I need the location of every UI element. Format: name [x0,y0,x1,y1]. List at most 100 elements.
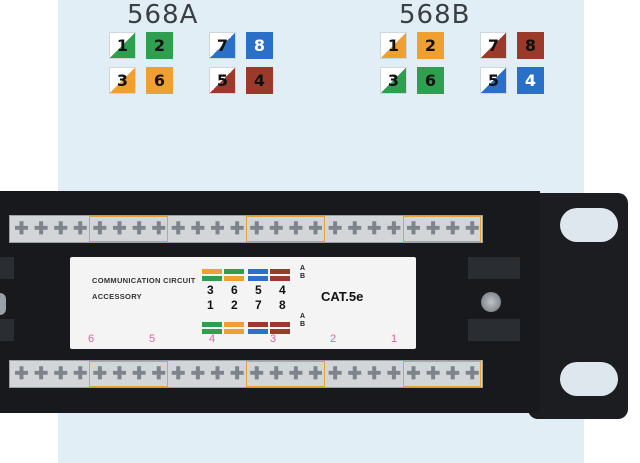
rj45-port-icon[interactable]: ✚ [308,364,323,383]
label-line-2: ACCESSORY [92,292,142,301]
wire-color-b-pin-3: 3 [380,67,407,94]
wire-green-bottom-b [202,329,222,334]
wire-color-a-pin-6: 6 [146,67,173,94]
rj45-port-icon[interactable]: ✚ [249,364,264,383]
rj45-port-icon[interactable]: ✚ [288,364,304,383]
pin-number: 7 [487,36,500,55]
screw-icon [481,292,501,312]
port-group-highlight [89,216,168,242]
rj45-port-icon[interactable]: ✚ [386,364,402,383]
pin-bottom-3: 7 [255,298,262,312]
rj45-port-icon[interactable]: ✚ [249,219,264,238]
wire-brown-bottom-2 [270,322,290,327]
rj45-port-icon[interactable]: ✚ [229,219,245,238]
rj45-port-icon[interactable]: ✚ [171,364,186,383]
rj45-port-icon[interactable]: ✚ [190,219,206,238]
pin-number: 2 [153,36,166,55]
rj45-port-icon[interactable]: ✚ [445,364,460,383]
title-568a: 568A [127,0,199,30]
rj45-port-icon[interactable]: ✚ [14,364,29,383]
rj45-port-icon[interactable]: ✚ [347,364,362,383]
wire-color-a-pin-3: 3 [109,67,136,94]
wire-color-a-pin-7: 7 [209,32,236,59]
rj45-port-icon[interactable]: ✚ [210,364,225,383]
rj45-port-icon[interactable]: ✚ [131,219,147,238]
wire-color-b-pin-5: 5 [480,67,507,94]
rj45-port-icon[interactable]: ✚ [33,364,49,383]
rj45-port-icon[interactable]: ✚ [73,364,88,383]
rj45-port-icon[interactable]: ✚ [406,364,421,383]
pin-number: 7 [216,36,229,55]
left-screw [0,293,6,315]
wire-color-b-pin-1: 1 [380,32,407,59]
pin-number: 6 [153,71,166,90]
pin-number: 8 [253,36,266,55]
rj45-port-icon[interactable]: ✚ [33,219,49,238]
rj45-port-icon[interactable]: ✚ [288,219,304,238]
rj45-port-icon[interactable]: ✚ [229,364,245,383]
rj45-port-icon[interactable]: ✚ [425,364,441,383]
rj45-port-icon[interactable]: ✚ [327,364,343,383]
wire-green-top [224,269,244,274]
rj45-port-icon[interactable]: ✚ [190,364,206,383]
rj45-port-icon[interactable]: ✚ [406,219,421,238]
rj45-port-icon[interactable]: ✚ [151,219,166,238]
rj45-port-icon[interactable]: ✚ [112,364,127,383]
pin-number: 1 [116,36,129,55]
rj45-port-icon[interactable]: ✚ [269,364,284,383]
wire-orange-bottom-b [224,329,244,334]
pin-top-1: 3 [207,283,214,297]
rj45-port-icon[interactable]: ✚ [53,364,68,383]
rj45-port-icon[interactable]: ✚ [269,219,284,238]
cable-clip-left-top [0,257,14,279]
wire-green-bottom [202,322,222,327]
pin-number: 3 [387,71,400,90]
wire-orange-top [202,269,222,274]
wire-color-a-pin-5: 5 [209,67,236,94]
wiring-diagram [202,269,290,334]
rj45-port-icon[interactable]: ✚ [367,364,382,383]
pin-number: 6 [424,71,437,90]
rj45-port-icon[interactable]: ✚ [92,364,108,383]
cable-clip-bottom [468,319,520,341]
pin-top-4: 4 [279,283,286,297]
port-strip-top: ✚✚✚✚✚✚✚✚✚✚✚✚✚✚✚✚✚✚✚✚✚✚✚✚ [9,215,483,243]
rj45-port-icon[interactable]: ✚ [347,219,362,238]
pin-number: 5 [216,71,229,90]
rj45-port-icon[interactable]: ✚ [131,364,147,383]
wire-blue-top [248,269,268,274]
rj45-port-icon[interactable]: ✚ [73,219,88,238]
wire-brown-top-b [270,276,290,281]
rj45-port-icon[interactable]: ✚ [210,219,225,238]
rj45-port-icon[interactable]: ✚ [151,364,166,383]
rj45-port-icon[interactable]: ✚ [14,219,29,238]
port-number-3: 3 [270,333,277,345]
wire-color-a-pin-2: 2 [146,32,173,59]
rj45-port-icon[interactable]: ✚ [112,219,127,238]
wire-orange-bottom [224,322,244,327]
port-number-1: 1 [391,333,398,345]
rj45-port-icon[interactable]: ✚ [53,219,68,238]
port-number-4: 4 [209,333,216,345]
rj45-port-icon[interactable]: ✚ [308,219,323,238]
wire-brown-top [270,269,290,274]
port-group-highlight [246,361,325,387]
rj45-port-icon[interactable]: ✚ [445,219,460,238]
rj45-port-icon[interactable]: ✚ [465,364,480,383]
cable-clip-top [468,257,520,279]
rj45-port-icon[interactable]: ✚ [367,219,382,238]
rj45-port-icon[interactable]: ✚ [171,219,186,238]
rj45-port-icon[interactable]: ✚ [92,219,108,238]
rj45-port-icon[interactable]: ✚ [465,219,480,238]
pin-number: 4 [253,71,266,90]
rj45-port-icon[interactable]: ✚ [425,219,441,238]
wire-blue-bottom-b [248,329,268,334]
wire-color-b-pin-4: 4 [517,67,544,94]
pin-number: 8 [524,36,537,55]
mark-b-bottom: B [300,321,306,328]
wire-brown-bottom [248,322,268,327]
rj45-port-icon[interactable]: ✚ [386,219,402,238]
label-plate: COMMUNICATION CIRCUIT ACCESSORY A B A B … [70,257,416,349]
rj45-port-icon[interactable]: ✚ [327,219,343,238]
wire-orange-top-b [224,276,244,281]
